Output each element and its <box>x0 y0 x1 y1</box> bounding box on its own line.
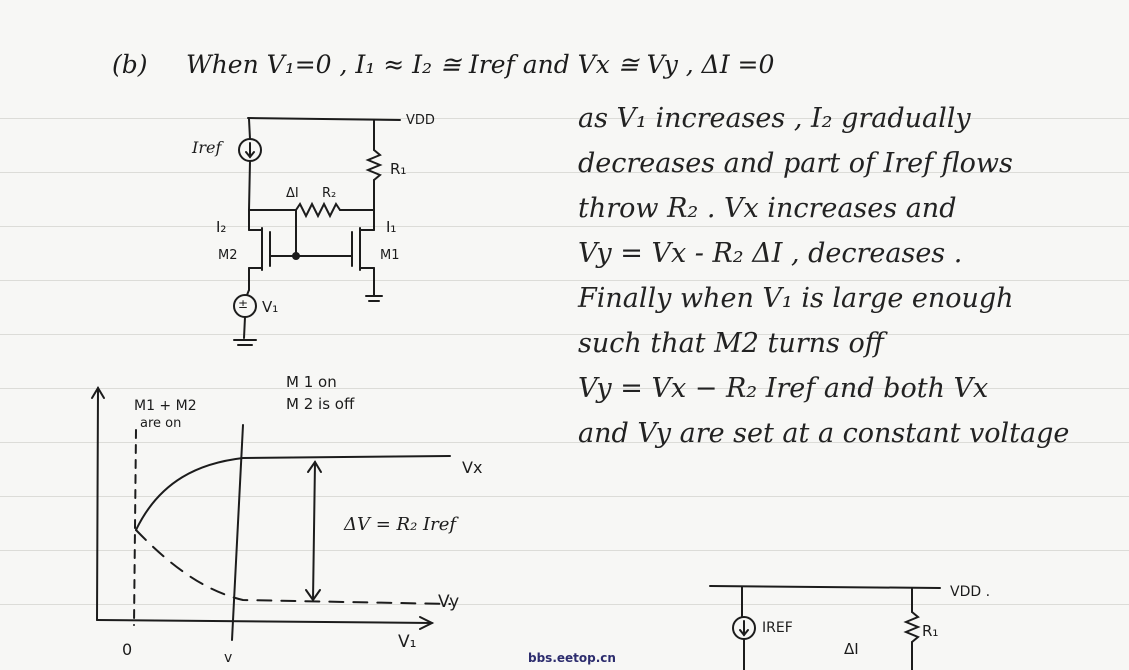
condition-statement: When V₁=0 , I₁ ≈ I₂ ≅ Iref and Vx ≅ Vy ,… <box>186 50 775 79</box>
notebook-rule <box>0 496 1129 497</box>
m2-label: M2 <box>218 248 238 263</box>
resistor-r1-icon <box>903 611 921 643</box>
bottom-delta-i-label: ΔI <box>844 640 859 658</box>
vy-curve-label: Vy <box>438 592 460 612</box>
vy-curve <box>135 529 451 605</box>
bottom-iref-label: IREF <box>762 620 793 636</box>
bottom-r1-label: R₁ <box>922 622 939 640</box>
r1-label: R₁ <box>390 160 407 178</box>
delta-v-label: ΔV = R₂ Iref <box>344 514 457 535</box>
region-both-on-label: M1 + M2 <box>134 398 197 414</box>
resistor-r1-icon <box>365 149 383 181</box>
vdd-label: VDD <box>406 113 435 128</box>
notebook-rule <box>0 172 1129 173</box>
notebook-rule <box>0 280 1129 281</box>
explanation-line: Vy = Vx − R₂ Iref and both Vx <box>578 373 989 404</box>
bottom-vdd-label: VDD . <box>950 584 991 600</box>
x-axis-label: V₁ <box>398 632 417 652</box>
notebook-rule <box>0 388 1129 389</box>
region-both-on-sublabel: are on <box>140 416 182 431</box>
explanation-line: as V₁ increases , I₂ gradually <box>578 103 971 134</box>
explanation-line: and Vy are set at a constant voltage <box>578 418 1070 449</box>
notebook-rule <box>0 118 1129 119</box>
explanation-line: Vy = Vx - R₂ ΔI , decreases . <box>578 238 963 269</box>
v1-label: V₁ <box>262 298 279 316</box>
explanation-line: throw R₂ . Vx increases and <box>578 193 957 224</box>
i2-label: I₂ <box>216 218 227 236</box>
explanation-line: Finally when V₁ is large enough <box>578 283 1014 314</box>
resistor-r2-icon <box>295 201 341 219</box>
notebook-rule <box>0 604 1129 605</box>
region-m2-off-label: M 1 on <box>286 373 337 391</box>
vx-curve <box>135 455 451 531</box>
source-polarity-label: ± <box>238 297 249 311</box>
iref-label: Iref <box>192 138 222 157</box>
origin-label: 0 <box>122 640 133 659</box>
explanation-text: as V₁ increases , I₂ gradually decreases… <box>578 96 1069 456</box>
delta-i-label: ΔI <box>286 186 299 201</box>
notebook-rule <box>0 226 1129 227</box>
i1-label: I₁ <box>386 218 397 236</box>
explanation-line: such that M2 turns off <box>578 328 884 359</box>
notebook-rule <box>0 442 1129 443</box>
explanation-line: decreases and part of Iref flows <box>578 148 1013 179</box>
vx-curve-label: Vx <box>462 458 483 477</box>
tick-label: v <box>224 650 233 666</box>
notebook-rule <box>0 334 1129 335</box>
watermark-text: bbs.eetop.cn <box>528 651 616 665</box>
r2-label: R₂ <box>322 186 337 201</box>
region-m2-off-sublabel: M 2 is off <box>286 395 355 413</box>
m1-label: M1 <box>380 248 400 263</box>
part-label: (b) <box>112 50 148 79</box>
notebook-rule <box>0 550 1129 551</box>
